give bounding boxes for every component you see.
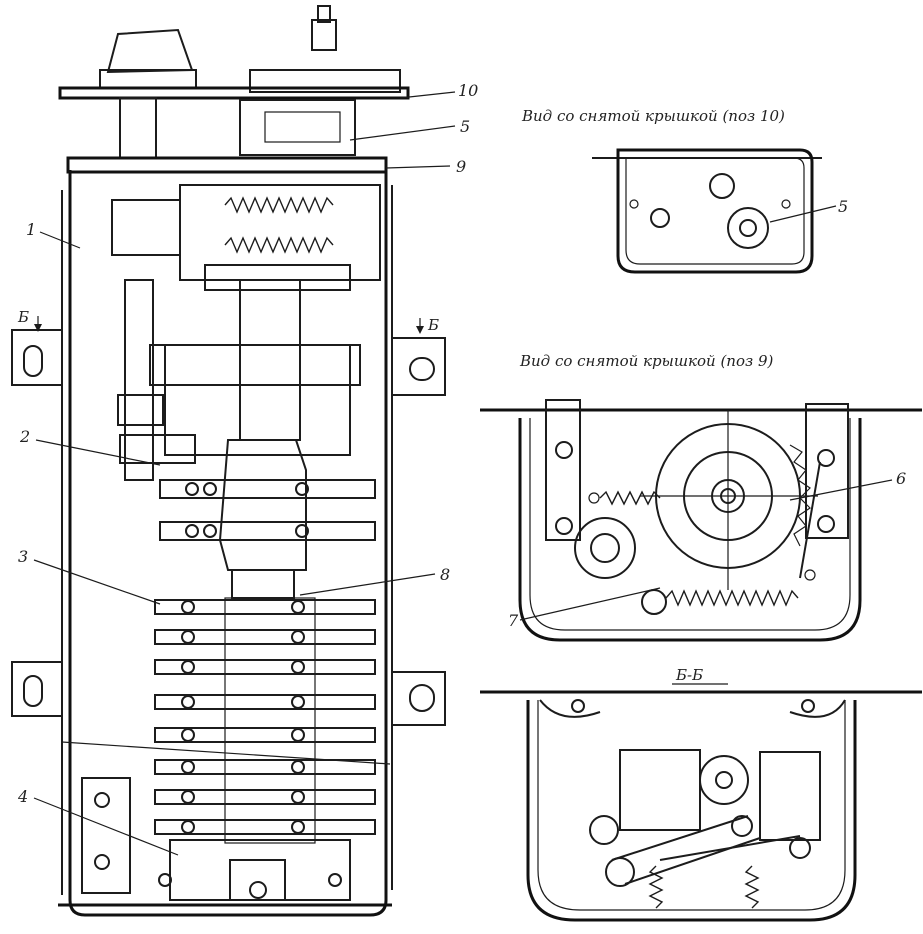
mounting-ear-right-bottom (392, 671, 446, 726)
callout-6: 6 (896, 469, 906, 488)
callout-leaders-view9 (519, 479, 893, 621)
callout-2: 2 (19, 427, 30, 446)
contact-stack-upper (159, 479, 376, 541)
mounting-ear-left-bottom (11, 661, 62, 717)
view-cover-10-removed (592, 148, 822, 274)
callout-1: 1 (26, 220, 36, 239)
callout-9: 9 (456, 157, 466, 176)
callout-5-main: 5 (460, 117, 470, 136)
callout-3: 3 (18, 547, 28, 566)
caption-view-cover-9: Вид со снятой крышкой (поз 9) (519, 352, 773, 370)
callout-5-view: 5 (838, 197, 848, 216)
main-assembly-view (11, 5, 446, 917)
callout-leaders-main (33, 91, 456, 856)
view-cover-9-removed (480, 399, 922, 642)
callout-8: 8 (440, 565, 450, 584)
callout-7: 7 (508, 611, 519, 630)
mounting-ear-right-top (392, 337, 446, 396)
callout-4: 4 (17, 787, 28, 806)
leader-5-view (769, 205, 837, 223)
section-mark-left: Б (17, 308, 29, 326)
mounting-ear-left-top (11, 329, 62, 386)
caption-section-b-b: Б-Б (675, 666, 703, 684)
section-b-b (480, 683, 922, 922)
section-mark-right: Б (427, 316, 439, 334)
contact-stack-lower (154, 597, 376, 844)
callout-10: 10 (458, 81, 478, 100)
caption-view-cover-10: Вид со снятой крышкой (поз 10) (521, 107, 785, 125)
